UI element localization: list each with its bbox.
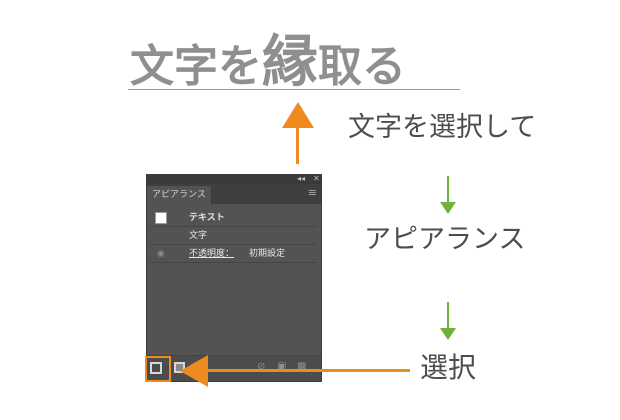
close-icon[interactable]: ✕ — [313, 174, 320, 183]
green-down-arrow-head — [440, 328, 456, 340]
green-down-arrow-head — [440, 202, 456, 214]
appearance-row-text[interactable]: テキスト — [151, 209, 317, 227]
green-down-arrow-shaft — [447, 176, 449, 204]
row-label-text-item: テキスト — [189, 213, 225, 223]
text-swatch — [155, 212, 167, 224]
panel-bottom-toolbar: ⊘ ▣ ▩ — [147, 355, 321, 381]
appearance-row-characters[interactable]: 文字 — [151, 227, 317, 245]
row-label-characters: 文字 — [189, 231, 208, 241]
headline-underline — [128, 89, 460, 90]
step-select-text-label: 文字を選択して — [348, 112, 537, 143]
visibility-eye-icon[interactable]: ◉ — [157, 249, 165, 259]
panel-menu-icon[interactable]: ≡ — [307, 186, 317, 199]
clear-appearance-icon[interactable]: ⊘ — [257, 361, 266, 372]
headline-char: 縁 — [262, 30, 318, 95]
appearance-row-opacity[interactable]: ◉ 不透明度： 初期設定 — [151, 245, 317, 263]
duplicate-item-icon[interactable]: ▣ — [277, 361, 287, 372]
headline-char: を — [218, 41, 262, 92]
headline-char: 文 — [130, 41, 174, 92]
opacity-link[interactable]: 不透明度： — [189, 249, 235, 259]
add-new-stroke-icon[interactable] — [150, 362, 162, 374]
headline-title: 文 字 を 縁 取 る — [130, 30, 406, 94]
headline-char: る — [362, 41, 406, 92]
step-select-label: 選択 — [420, 351, 477, 384]
tab-appearance[interactable]: アピアランス — [147, 186, 212, 204]
panel-tabbar: アピアランス ≡ — [147, 184, 321, 204]
step-appearance-label: アピアランス — [364, 224, 526, 255]
headline-char: 取 — [318, 41, 362, 92]
orange-up-arrow-shaft — [296, 122, 299, 164]
green-down-arrow-shaft — [447, 302, 449, 330]
headline-char: 字 — [174, 41, 218, 92]
orange-left-arrow-head — [180, 355, 208, 387]
opacity-value: 初期設定 — [249, 249, 286, 259]
appearance-panel: ◂◂ ✕ アピアランス ≡ テキスト 文字 ◉ 不透明度： 初期設定 ⊘ ▣ ▩ — [146, 174, 322, 382]
collapse-icon[interactable]: ◂◂ — [297, 174, 306, 183]
new-stroke-highlight — [145, 356, 171, 382]
delete-item-icon[interactable]: ▩ — [297, 361, 307, 372]
panel-titlebar: ◂◂ ✕ — [147, 174, 321, 184]
orange-left-arrow-shaft — [205, 369, 410, 372]
